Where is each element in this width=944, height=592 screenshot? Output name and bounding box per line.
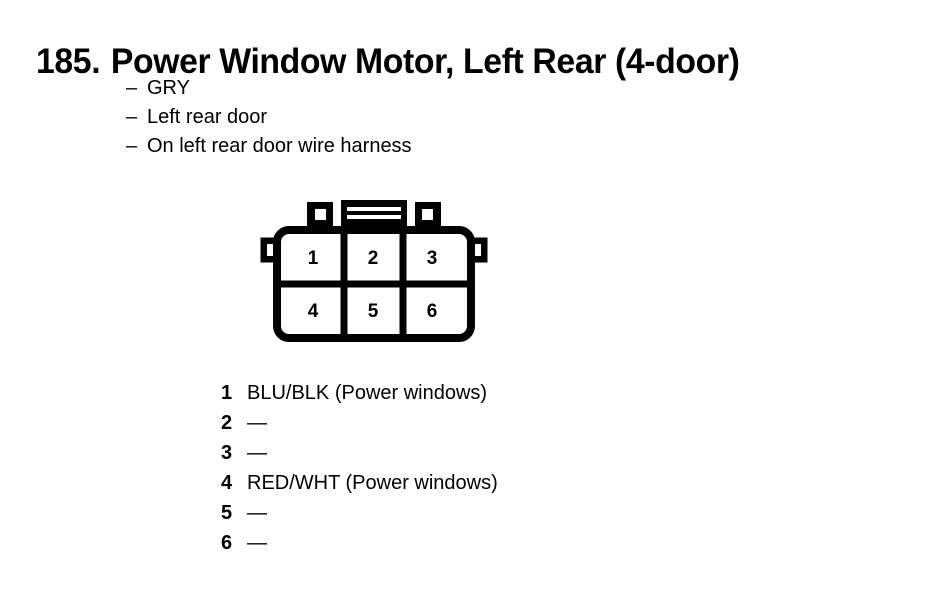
pin-number: 6: [221, 532, 233, 554]
left-tab-hole: [315, 209, 326, 220]
list-item: 5—: [221, 498, 498, 528]
list-item: –GRY: [126, 74, 412, 103]
right-tab-hole: [422, 209, 433, 220]
pin-number: 1: [221, 382, 233, 404]
cavity-number: 4: [308, 301, 319, 322]
connector-cavity-grid: [281, 234, 467, 334]
cavity-number: 2: [368, 248, 379, 269]
cavity-number: 1: [308, 248, 319, 269]
list-item: –Left rear door: [126, 103, 412, 132]
list-item: 6—: [221, 528, 498, 558]
cavity-number: 5: [368, 301, 379, 322]
pin-description: —: [247, 532, 267, 554]
center-tab-slot-upper: [347, 207, 401, 211]
pin-number: 3: [221, 442, 233, 464]
dash-icon: –: [126, 135, 138, 157]
pin-number: 5: [221, 502, 233, 524]
list-item: 3—: [221, 438, 498, 468]
attribute-text: GRY: [147, 77, 190, 99]
page-title: 185.Power Window Motor, Left Rear (4-doo…: [36, 41, 740, 83]
pin-description: —: [247, 442, 267, 464]
center-tab-slot-lower: [347, 215, 401, 219]
cavity-number: 6: [427, 301, 438, 322]
cavity-number: 3: [427, 248, 438, 269]
attribute-text: On left rear door wire harness: [147, 135, 412, 157]
item-title: Power Window Motor, Left Rear (4-door): [110, 42, 740, 82]
connector-cavity-numbers: 1 2 3 4 5 6: [308, 248, 438, 322]
connector-diagram: 1 2 3 4 5 6: [255, 196, 495, 346]
pin-description: —: [247, 502, 267, 524]
pin-number: 4: [221, 472, 233, 494]
list-item: –On left rear door wire harness: [126, 132, 412, 161]
pin-description: BLU/BLK (Power windows): [247, 382, 488, 404]
pin-number: 2: [221, 412, 233, 434]
dash-icon: –: [126, 106, 138, 128]
list-item: 2—: [221, 408, 498, 438]
pin-description: —: [247, 412, 267, 434]
item-number: 185.: [36, 42, 101, 82]
list-item: 1 BLU/BLK (Power windows): [221, 378, 498, 408]
dash-icon: –: [126, 77, 138, 99]
list-item: 4 RED/WHT (Power windows): [221, 468, 498, 498]
attribute-text: Left rear door: [147, 106, 268, 128]
attribute-list: –GRY –Left rear door –On left rear door …: [126, 74, 412, 161]
pin-description: RED/WHT (Power windows): [247, 472, 498, 494]
